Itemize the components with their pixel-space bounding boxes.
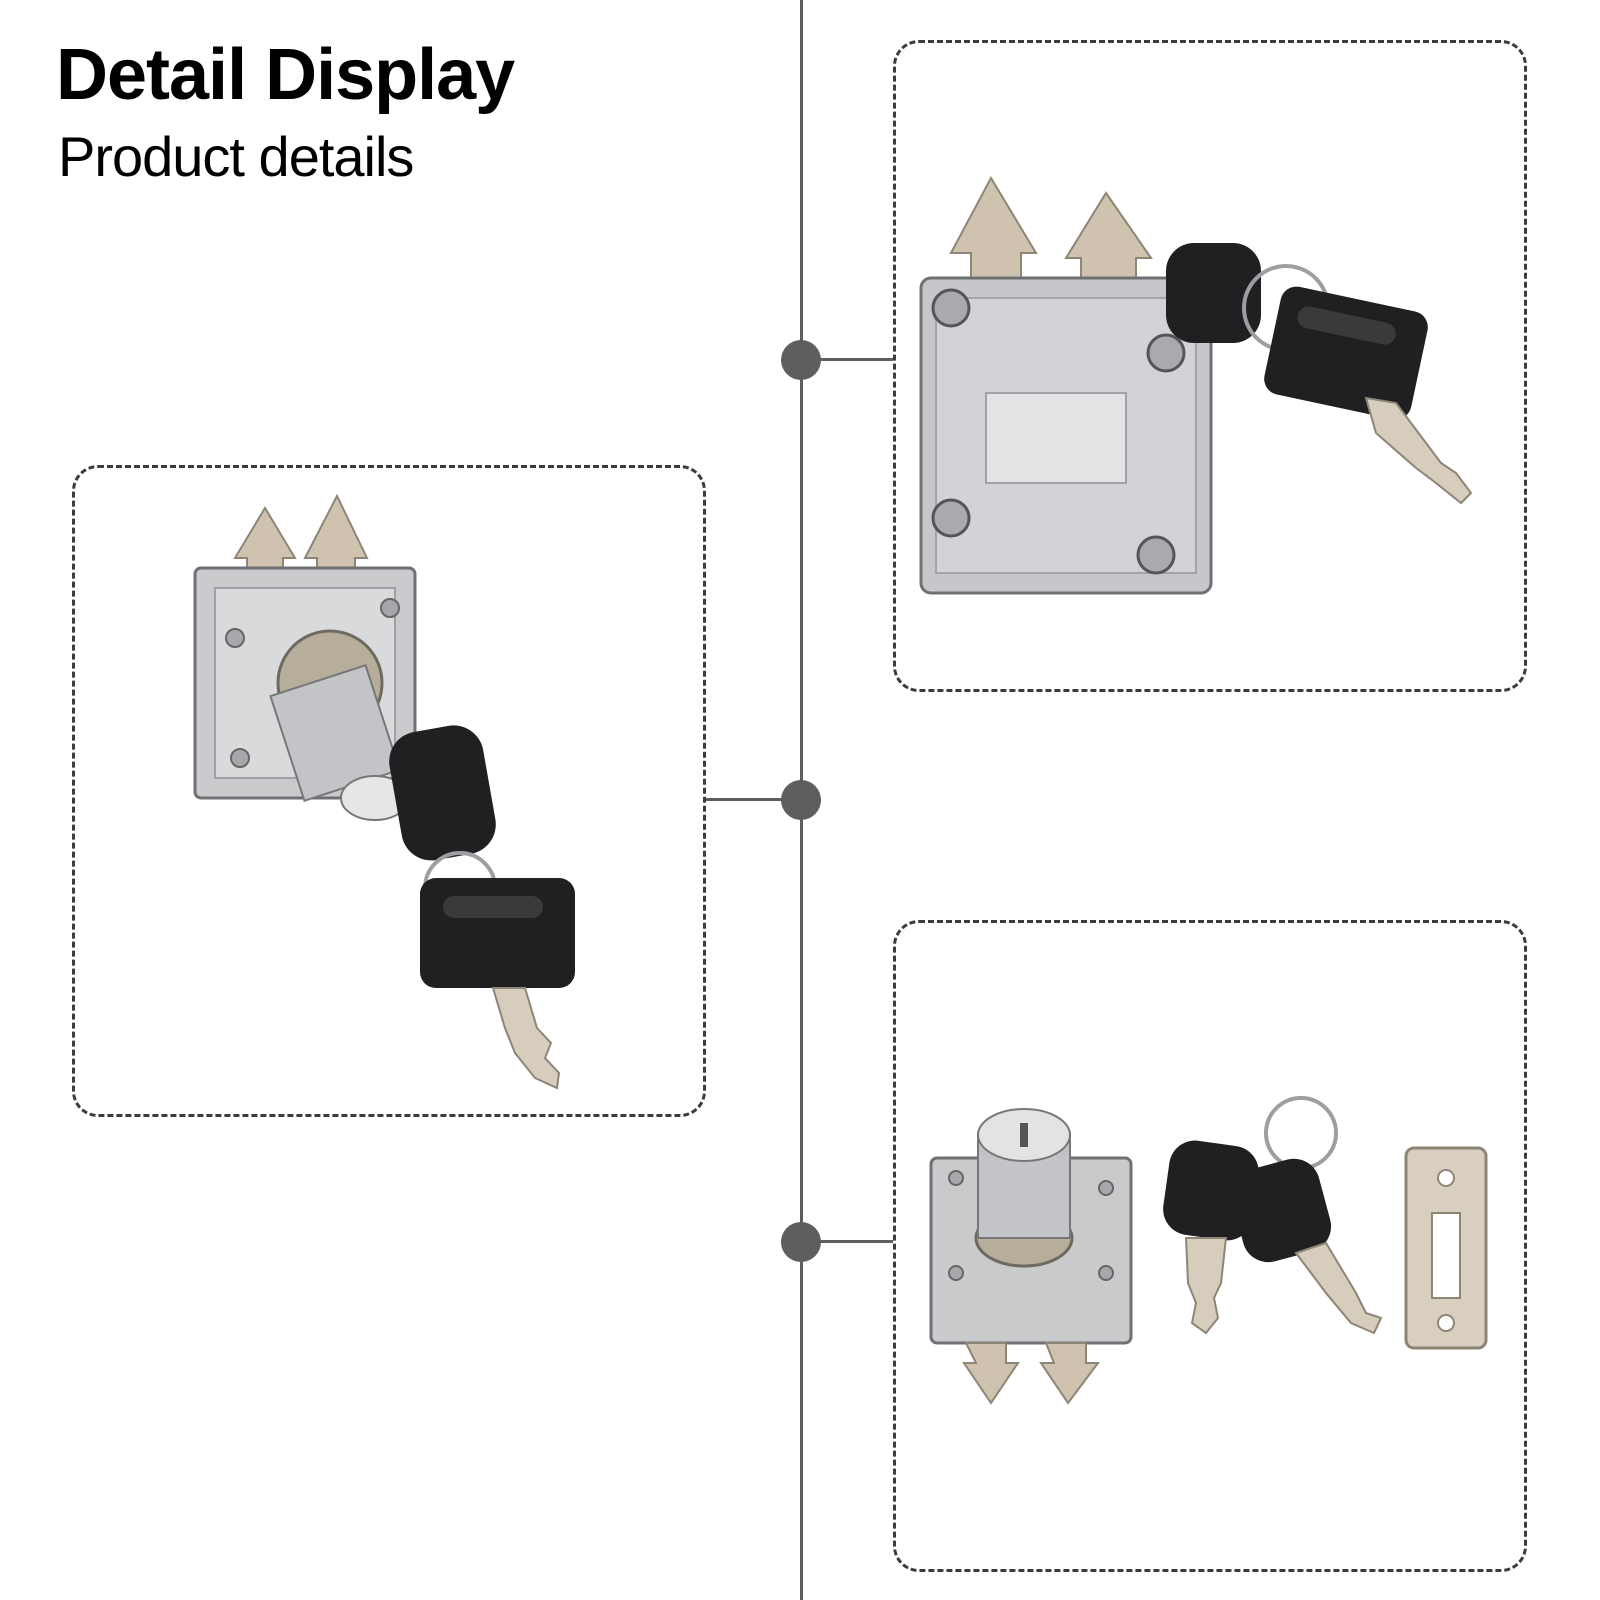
- lock-keys-strike-plate-image: [929, 1096, 1488, 1405]
- connector-top: [801, 358, 893, 361]
- page-title: Detail Display: [56, 35, 515, 115]
- panel-top-right: [893, 40, 1527, 692]
- connector-bottom: [801, 1240, 893, 1243]
- lock-face-with-keys-image: [919, 175, 1473, 595]
- lock-with-keys-image: [193, 493, 575, 1090]
- panel-bottom-right: [893, 920, 1527, 1572]
- page-subtitle: Product details: [58, 125, 414, 188]
- panel-left: [72, 465, 706, 1117]
- connector-middle: [706, 798, 802, 801]
